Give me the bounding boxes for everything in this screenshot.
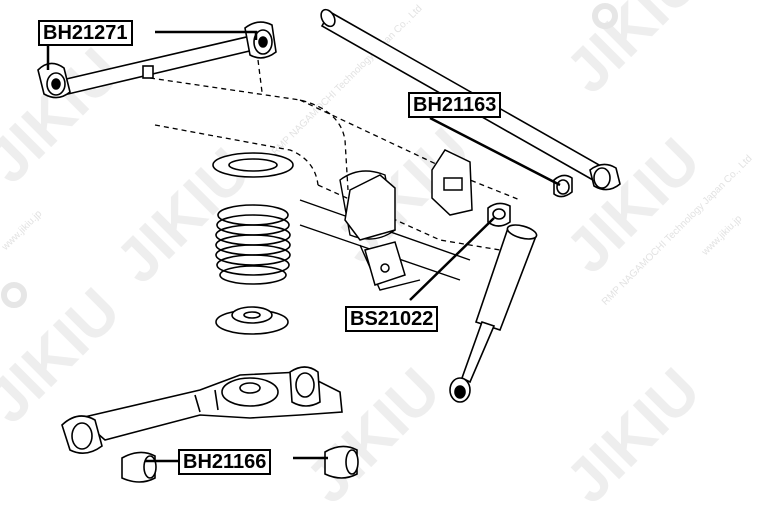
- bh21271-bushing-left: [37, 62, 71, 99]
- watermark-ring: [592, 3, 618, 29]
- axle-housing: [149, 59, 521, 251]
- part-label-bh21163: BH21163: [408, 92, 502, 118]
- lower-trailing-arm: [78, 366, 343, 441]
- watermark-logo: JIKIU: [553, 0, 714, 106]
- watermark-logo: JIKIU: [0, 36, 134, 197]
- axle-bracket: [431, 149, 473, 216]
- leader-lines: [46, 30, 561, 463]
- bh21166-bushing-left: [121, 451, 157, 483]
- part-label-bh21271: BH21271: [38, 20, 133, 46]
- watermark-logo: JIKIU: [553, 126, 714, 287]
- bs21022-bushing: [487, 202, 511, 227]
- watermark-logo: JIKIU: [553, 356, 714, 511]
- bh21163-bushing-end: [589, 163, 621, 191]
- watermark-ring: [1, 282, 27, 308]
- bh21166-bushing-right: [324, 445, 359, 479]
- bh21271-bushing-right: [244, 21, 277, 59]
- spring-insulator: [215, 306, 289, 335]
- coil-spring: [212, 152, 294, 285]
- part-label-bs21022: BS21022: [345, 306, 439, 332]
- part-label-bh21166: BH21166: [178, 449, 272, 475]
- lower-arm-front-bushing: [61, 415, 103, 454]
- shock-absorber: [449, 224, 538, 403]
- bh21163-bushing-loose: [553, 174, 573, 198]
- spring-seat-bracket: [344, 174, 406, 286]
